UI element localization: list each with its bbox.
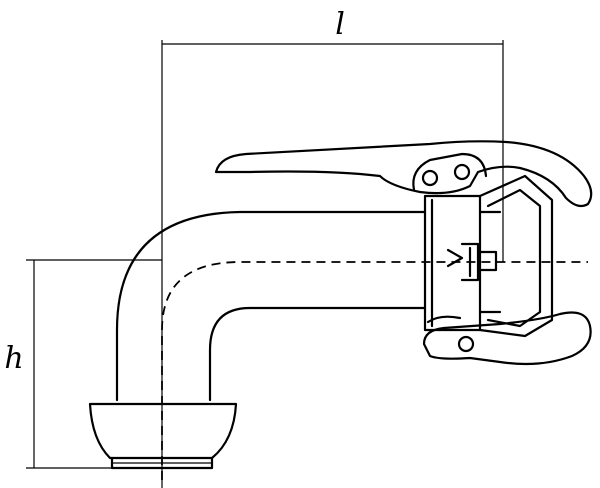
centre-line-pipe — [161, 261, 588, 480]
lever-cam-lower — [426, 315, 462, 324]
pipe-outer-edge — [115, 210, 427, 402]
dimension-h: h — [4, 259, 162, 469]
pipe-inner-edge — [208, 306, 427, 402]
pivot-pin-lower — [457, 335, 475, 353]
coupler-nose — [478, 174, 554, 338]
coupler-body — [423, 174, 554, 338]
dimension-l: l — [161, 7, 504, 488]
lever-handle-upper — [214, 140, 593, 208]
internal-poppet — [476, 250, 498, 272]
lower-cam-lever — [422, 311, 592, 366]
internal-valve — [446, 242, 480, 282]
dimension-label-l: l — [335, 7, 345, 42]
dimension-label-h: h — [4, 341, 23, 376]
pivot-pin-upper-right — [453, 163, 471, 181]
centre-lines — [161, 261, 588, 480]
lever-cam-upper — [412, 152, 488, 192]
lever-handle-lower — [422, 311, 592, 366]
bottom-flange — [88, 402, 238, 470]
flange-cup — [88, 402, 238, 460]
coupler-steps — [478, 210, 502, 314]
upper-cam-lever — [214, 140, 593, 208]
pivot-pin-upper-left — [421, 169, 439, 187]
coupler-nose-inner — [486, 188, 542, 328]
elbow-pipe — [115, 210, 427, 402]
